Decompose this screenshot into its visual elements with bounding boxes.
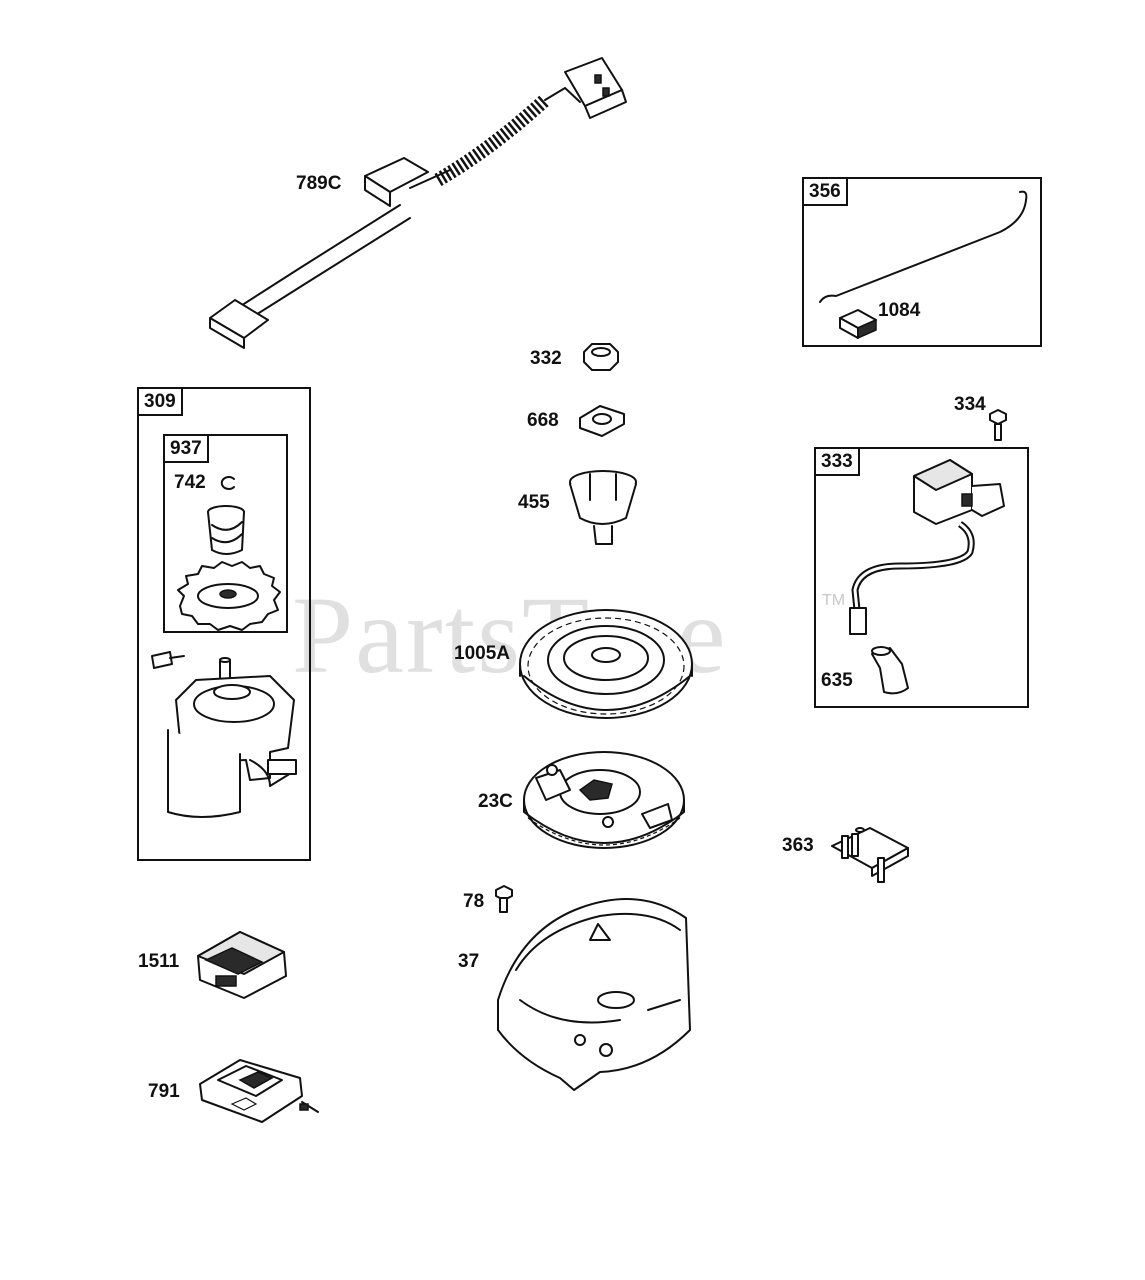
group-box-937[interactable]: 937 [163,434,288,633]
part-363-bracket[interactable] [831,827,909,883]
part-333-ignition-armature[interactable] [849,459,1005,635]
label-1005A[interactable]: 1005A [454,643,510,664]
part-742-clip[interactable] [220,476,235,490]
label-334[interactable]: 334 [954,394,986,415]
label-789C[interactable]: 789C [296,173,342,194]
label-23C[interactable]: 23C [478,791,513,812]
group-box-937-label: 937 [165,436,209,463]
part-937-gear-assembly[interactable] [177,505,281,631]
part-332-nut[interactable] [583,343,619,371]
part-37-blower-housing[interactable] [497,898,691,1091]
group-box-356[interactable]: 356 [802,177,1042,347]
label-635[interactable]: 635 [821,670,853,691]
part-789C-wire-harness[interactable] [209,57,627,349]
part-78-screw[interactable] [495,885,513,913]
label-332[interactable]: 332 [530,348,562,369]
part-334-bolt[interactable] [989,409,1007,441]
part-455-cup[interactable] [569,470,637,545]
group-box-309[interactable]: 309 [137,387,311,861]
part-23C-fan[interactable] [523,751,685,849]
label-455[interactable]: 455 [518,492,550,513]
part-635-spark-plug-boot[interactable] [871,646,909,695]
part-791-charger[interactable] [199,1059,319,1123]
label-363[interactable]: 363 [782,835,814,856]
group-box-356-label: 356 [804,179,848,206]
label-791[interactable]: 791 [148,1081,180,1102]
group-box-309-label: 309 [139,389,183,416]
part-309-starter-motor[interactable] [151,651,297,818]
label-1511[interactable]: 1511 [138,951,180,972]
label-78[interactable]: 78 [463,891,485,912]
part-668-washer[interactable] [579,405,625,437]
part-1511-battery[interactable] [197,931,287,999]
label-1084[interactable]: 1084 [878,300,921,321]
label-37[interactable]: 37 [458,951,480,972]
group-box-333-label: 333 [816,449,860,476]
label-668[interactable]: 668 [527,410,559,431]
part-1084-clip[interactable] [839,309,877,340]
part-1005A-flywheel[interactable] [519,609,693,719]
group-box-333[interactable]: 333 [814,447,1029,708]
label-742[interactable]: 742 [174,472,206,493]
watermark-trademark: TM [822,592,846,609]
part-356-cable[interactable] [819,190,1028,303]
